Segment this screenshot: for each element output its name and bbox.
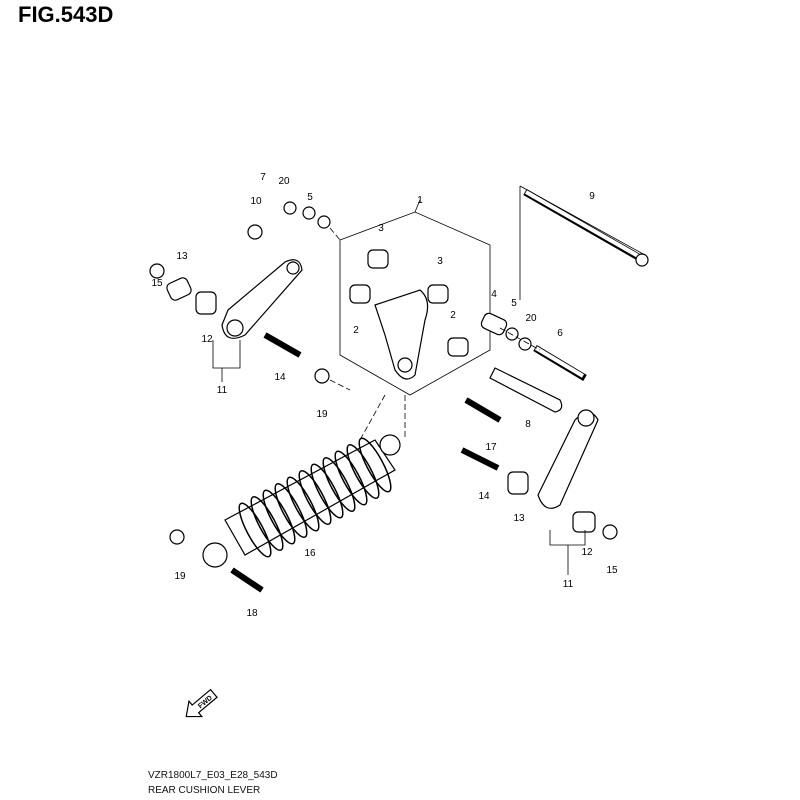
diagram-code: VZR1800L7_E03_E28_543D (148, 770, 278, 781)
part-3-bearing-b (427, 284, 449, 304)
part-20-washer (302, 206, 316, 220)
callout: 7 (260, 172, 266, 183)
part-5-seal (317, 215, 331, 229)
callout: 18 (246, 608, 258, 619)
part-1-rocker (374, 289, 429, 380)
callout: 14 (478, 491, 490, 502)
part-2-bearing (349, 284, 371, 304)
callout: 5 (511, 298, 517, 309)
callout: 1 (417, 195, 423, 206)
part-13-collar-b (507, 471, 529, 495)
callout: 12 (581, 547, 593, 558)
part-11-lever-right (537, 409, 599, 509)
part-8-pipe (489, 367, 563, 413)
callout: 20 (278, 176, 290, 187)
callout: 2 (450, 310, 456, 321)
part-19-nut (314, 368, 330, 384)
part-16-shock-absorber (202, 434, 401, 568)
spring-coil (250, 495, 284, 552)
part-10-nut (247, 224, 263, 240)
spring-coil (286, 476, 320, 532)
callout: 15 (606, 565, 618, 576)
part-7-nut (283, 201, 297, 215)
part-2-bearing-b (447, 337, 469, 357)
callout: 16 (304, 548, 316, 559)
callout: 19 (316, 409, 328, 420)
callouts: 7 20 5 10 1 9 13 3 3 15 4 5 20 2 2 6 12 … (151, 172, 618, 619)
part-12-bearing (195, 291, 217, 315)
callout: 13 (513, 513, 525, 524)
spring-coil (298, 469, 332, 526)
callout: 19 (174, 571, 186, 582)
fwd-arrow-icon: FWD (185, 688, 218, 718)
part-9-bolt (523, 188, 649, 267)
part-3-bearing (367, 249, 389, 269)
part-5-seal-b (505, 327, 519, 341)
callout: 10 (250, 196, 262, 207)
part-20-washer-b (518, 337, 532, 351)
part-15-nut (149, 263, 165, 279)
callout: 3 (378, 223, 384, 234)
spring-coil (238, 502, 272, 558)
part-17-bolt (464, 397, 502, 423)
spring-coil (262, 489, 296, 545)
part-14-bolt (263, 332, 302, 358)
spring-coil (274, 482, 308, 539)
part-11-lever-left (221, 259, 303, 339)
spring-coil (322, 456, 356, 513)
spring-coil (310, 463, 344, 519)
part-13-collar (166, 277, 192, 301)
callout: 8 (525, 419, 531, 430)
callout: 13 (176, 251, 188, 262)
part-18-bolt (230, 567, 264, 593)
part-4-collar (480, 312, 508, 336)
callout: 15 (151, 278, 163, 289)
spring-coil (334, 450, 368, 506)
part-19-nut-b (169, 529, 185, 545)
figure-title: FIG.543D (18, 2, 114, 27)
callout: 11 (217, 385, 228, 396)
part-12-bearing-b (572, 511, 596, 533)
callout: 14 (274, 372, 286, 383)
callout: 5 (307, 192, 313, 203)
callout: 17 (485, 442, 497, 453)
callout: 20 (525, 313, 537, 324)
diagram-name: REAR CUSHION LEVER (148, 785, 261, 796)
callout: 6 (557, 328, 563, 339)
callout: 3 (437, 256, 443, 267)
callout: 4 (491, 289, 497, 300)
callout: 12 (201, 334, 213, 345)
callout: 11 (563, 579, 574, 590)
callout: 2 (353, 325, 359, 336)
part-15-nut-b (602, 524, 618, 540)
part-14-bolt-b (460, 447, 500, 471)
callout: 9 (589, 191, 595, 202)
spring-coil (346, 443, 380, 500)
